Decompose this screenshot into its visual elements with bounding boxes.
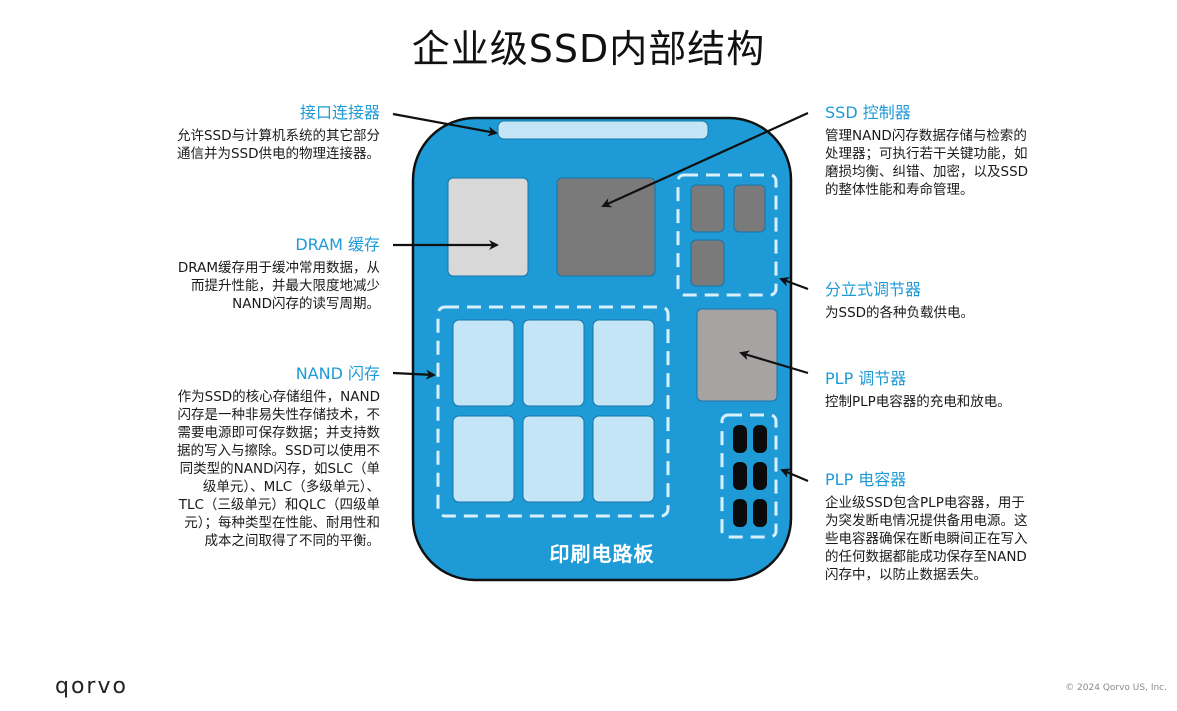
discrete-regulator-description: 为SSD的各种负载供电。 bbox=[825, 305, 975, 321]
controller-description: 管理NAND闪存数据存储与检索的 处理器；可执行若干关键功能，如 磨损均衡、纠错… bbox=[825, 128, 1029, 198]
regulator-chip bbox=[690, 239, 725, 287]
dram-callout: DRAM 缓存 DRAM缓存用于缓冲常用数据，从 而提升性能，并最大限度地减少 … bbox=[90, 235, 380, 313]
plp-regulator-chip bbox=[696, 308, 778, 402]
discrete-regulator-callout: 分立式调节器 为SSD的各种负载供电。 bbox=[825, 280, 1115, 322]
connector-arrow bbox=[392, 112, 498, 137]
controller-arrow bbox=[601, 111, 809, 208]
plp-capacitor-title: PLP 电容器 bbox=[825, 470, 907, 489]
discrete-regulator-arrow bbox=[779, 277, 809, 291]
dram-chip bbox=[447, 177, 529, 277]
controller-title: SSD 控制器 bbox=[825, 103, 911, 122]
nand-flash-group bbox=[436, 305, 670, 518]
plp-capacitor-group bbox=[720, 413, 778, 539]
nand-description: 作为SSD的核心存储组件，NAND 闪存是一种非易失性存储技术，不 需要电源即可… bbox=[176, 389, 380, 549]
capacitor bbox=[753, 499, 767, 527]
discrete-regulator-title: 分立式调节器 bbox=[825, 280, 922, 299]
plp-regulator-arrow bbox=[739, 350, 809, 375]
ssd-controller-chip bbox=[556, 177, 656, 277]
capacitor bbox=[753, 425, 767, 453]
nand-callout: NAND 闪存 作为SSD的核心存储组件，NAND 闪存是一种非易失性存储技术，… bbox=[90, 364, 380, 550]
nand-chip bbox=[592, 319, 655, 407]
plp-regulator-description: 控制PLP电容器的充电和放电。 bbox=[825, 394, 1011, 410]
dram-description: DRAM缓存用于缓冲常用数据，从 而提升性能，并最大限度地减少 NAND闪存的读… bbox=[177, 260, 380, 312]
capacitor bbox=[733, 499, 747, 527]
dram-title: DRAM 缓存 bbox=[295, 235, 380, 254]
nand-title: NAND 闪存 bbox=[295, 364, 380, 383]
page-title: 企业级SSD内部结构 bbox=[411, 27, 766, 71]
plp-capacitor-callout: PLP 电容器 企业级SSD包含PLP电容器，用于 为突发断电情况提供备用电源。… bbox=[825, 470, 1115, 584]
qorvo-logo: qorvo bbox=[55, 674, 128, 699]
nand-chip bbox=[452, 319, 515, 407]
nand-chip bbox=[452, 415, 515, 503]
copyright-notice: © 2024 Qorvo US, Inc. bbox=[1065, 683, 1167, 693]
discrete-regulator-group bbox=[676, 173, 778, 297]
controller-callout: SSD 控制器 管理NAND闪存数据存储与检索的 处理器；可执行若干关键功能，如… bbox=[825, 103, 1115, 199]
plp-regulator-callout: PLP 调节器 控制PLP电容器的充电和放电。 bbox=[825, 369, 1115, 411]
connector-description: 允许SSD与计算机系统的其它部分 通信并为SSD供电的物理连接器。 bbox=[176, 128, 380, 162]
nand-arrow bbox=[392, 369, 436, 380]
regulator-chip bbox=[733, 184, 766, 233]
plp-regulator-title: PLP 调节器 bbox=[825, 369, 907, 388]
connector-title: 接口连接器 bbox=[299, 103, 380, 122]
capacitor bbox=[753, 462, 767, 490]
nand-chip bbox=[522, 319, 585, 407]
plp-capacitor-description: 企业级SSD包含PLP电容器，用于 为突发断电情况提供备用电源。这 些电容器确保… bbox=[825, 495, 1028, 583]
interface-connector bbox=[497, 120, 709, 140]
pcb-label: 印刷电路板 bbox=[549, 542, 655, 566]
connector-callout: 接口连接器 允许SSD与计算机系统的其它部分 通信并为SSD供电的物理连接器。 bbox=[90, 103, 380, 163]
plp-capacitor-arrow bbox=[780, 468, 809, 483]
nand-chip bbox=[522, 415, 585, 503]
capacitor bbox=[733, 462, 747, 490]
capacitor bbox=[733, 425, 747, 453]
nand-chip bbox=[592, 415, 655, 503]
regulator-chip bbox=[690, 184, 725, 233]
